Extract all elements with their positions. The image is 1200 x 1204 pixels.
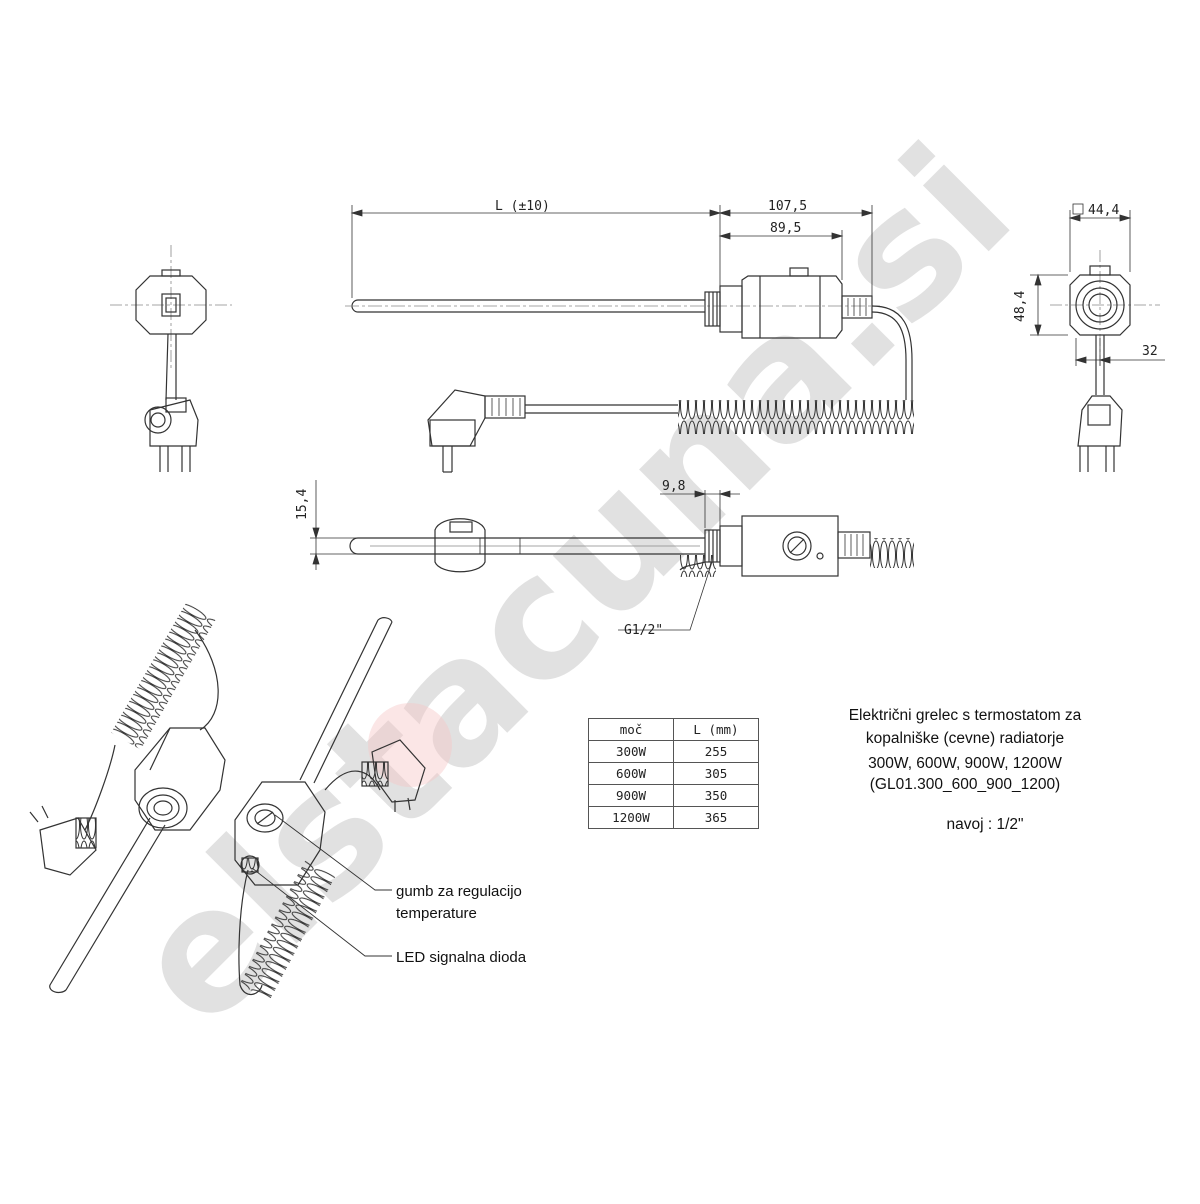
table-cell-length: 255 <box>673 740 759 763</box>
table-cell-length: 305 <box>673 762 759 785</box>
label-led: LED signalna dioda <box>396 949 527 966</box>
table-cell-power: 900W <box>588 784 674 807</box>
isometric-view-right <box>234 617 426 1001</box>
dimension-lines-top <box>350 205 874 298</box>
watermark-flame <box>368 703 452 787</box>
thread-note: navoj : 1/2" <box>946 816 1024 833</box>
table-row: 600W 305 <box>588 762 759 785</box>
description-line1: Električni grelec s termostatom za <box>848 707 1082 724</box>
dim-thread-length: 9,8 <box>662 479 685 494</box>
description-line3: 300W, 600W, 900W, 1200W <box>868 755 1062 772</box>
side-view-bottom <box>349 515 914 577</box>
table-row: 1200W 365 <box>588 806 759 829</box>
table-cell-power: 300W <box>588 740 674 763</box>
dimension-lines-right <box>1030 203 1165 366</box>
watermark: elstacuna.si <box>94 109 1049 1064</box>
table-header-row: moč L (mm) <box>588 718 759 741</box>
dim-overall-head: 107,5 <box>768 199 807 214</box>
dim-thread-spec: G1/2" <box>624 623 663 638</box>
description-line4: (GL01.300_600_900_1200) <box>869 776 1061 793</box>
isometric-view-left <box>29 602 226 994</box>
power-length-table: moč L (mm) 300W 255 600W 305 900W 350 12… <box>588 718 759 829</box>
dim-height: 48,4 <box>1013 291 1028 322</box>
description-line2: kopalniške (cevne) radiatorje <box>865 730 1065 747</box>
dim-head-body: 89,5 <box>770 221 801 236</box>
table-cell-power: 600W <box>588 762 674 785</box>
end-view-left <box>110 245 232 472</box>
product-description: Električni grelec s termostatom za kopal… <box>820 705 1110 835</box>
table-cell-power: 1200W <box>588 806 674 829</box>
table-header-length: L (mm) <box>673 718 759 741</box>
dim-length: L (±10) <box>495 199 550 214</box>
table-header-power: moč <box>588 718 674 741</box>
table-row: 900W 350 <box>588 784 759 807</box>
dim-square-size: 44,4 <box>1088 203 1119 218</box>
end-view-right <box>1050 250 1160 472</box>
table-cell-length: 350 <box>673 784 759 807</box>
watermark-text: elstacuna.si <box>94 109 1049 1064</box>
side-view-top <box>345 267 914 473</box>
label-knob-line2: temperature <box>396 905 477 922</box>
dim-rod-diameter: 15,4 <box>295 489 310 520</box>
table-cell-length: 365 <box>673 806 759 829</box>
dimension-lines-bottom <box>310 480 740 631</box>
table-row: 300W 255 <box>588 740 759 763</box>
label-knob-line1: gumb za regulacijo <box>396 883 522 900</box>
dim-plug-offset: 32 <box>1142 344 1158 359</box>
